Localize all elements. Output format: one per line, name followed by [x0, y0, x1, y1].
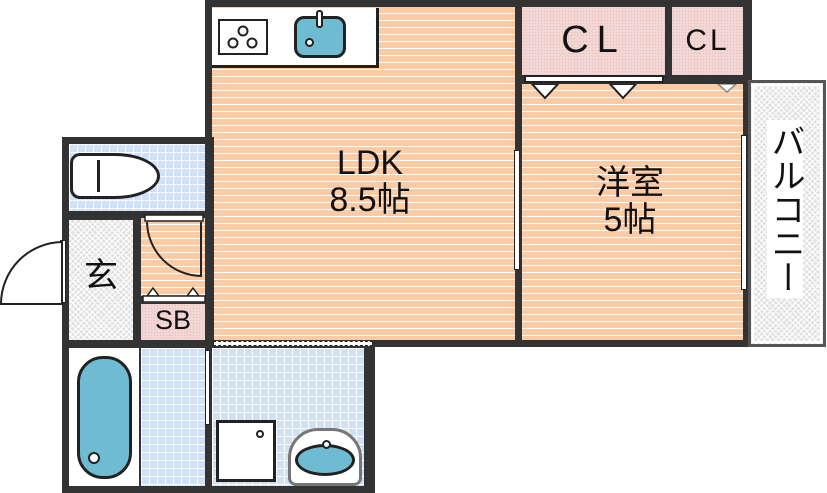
toilet-tank-line	[97, 160, 100, 192]
drain-icon	[305, 38, 314, 47]
faucet-icon	[316, 10, 323, 28]
closet-2	[672, 7, 743, 75]
closet-1	[522, 7, 665, 75]
stove-icon	[218, 19, 268, 55]
closet-1-label: CL	[561, 19, 626, 61]
bedroom-name: 洋室	[596, 164, 664, 202]
bath-door	[205, 350, 210, 425]
washing-machine-icon	[216, 420, 276, 482]
ldk-label: LDK 8.5帖	[300, 144, 440, 220]
washbasin-bowl	[295, 444, 355, 476]
toilet-icon	[70, 153, 160, 199]
door-swing-icon	[142, 214, 206, 302]
balcony-label: バルコニー	[766, 120, 804, 298]
bedroom-label: 洋室 5帖	[560, 164, 700, 240]
shoe-box	[141, 304, 205, 340]
ldk-bedroom-door	[514, 150, 520, 270]
bathtub-drain-icon	[88, 452, 100, 464]
door-swing-marks	[530, 84, 738, 100]
shoe-box-label: SB	[154, 305, 192, 335]
entrance-label: 玄	[84, 257, 118, 295]
bedroom-window	[741, 135, 747, 290]
closet-2-label: CL	[685, 24, 730, 57]
ldk-name: LDK	[336, 144, 404, 182]
room-bedroom	[522, 84, 743, 340]
closet-doors	[524, 75, 664, 83]
bathtub-icon	[77, 356, 132, 479]
washbasin-faucet	[322, 440, 331, 449]
entrance-door-icon	[0, 240, 63, 305]
ldk-size: 8.5帖	[329, 181, 411, 220]
room-washroom	[141, 348, 205, 486]
closet-hall	[141, 218, 205, 296]
washing-machine-knob	[256, 430, 264, 438]
room-entrance	[69, 220, 133, 340]
bedroom-size: 5帖	[603, 201, 657, 240]
washroom-door	[213, 341, 373, 346]
